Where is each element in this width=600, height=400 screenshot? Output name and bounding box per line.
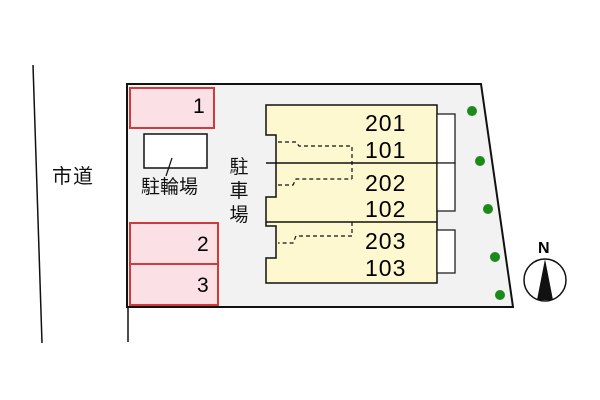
internal-dashed-lines — [278, 141, 353, 244]
bicycle-parking-label: 駐輪場 — [141, 176, 199, 198]
tree-markers — [467, 106, 505, 300]
balcony — [436, 162, 456, 212]
unit-number: 103 — [365, 255, 407, 281]
parking-space-1 — [129, 87, 215, 129]
unit-number: 203 — [365, 228, 407, 254]
balcony — [436, 113, 456, 164]
parking-label: 駐車場 — [229, 156, 249, 226]
parking-space-3 — [129, 263, 219, 306]
road-label: 市道 — [52, 164, 94, 188]
unit-number: 202 — [365, 170, 407, 196]
parking-space-number: 1 — [193, 95, 205, 118]
bicycle-parking-leader-line — [165, 157, 173, 177]
unit-number: 101 — [365, 137, 407, 163]
north-label: N — [538, 240, 550, 257]
balcony — [436, 229, 456, 274]
bicycle-parking-box — [143, 133, 208, 169]
parking-space-2 — [129, 222, 219, 265]
unit-number: 102 — [365, 196, 407, 222]
parking-space-number: 2 — [197, 233, 209, 256]
parking-space-number: 3 — [197, 274, 209, 297]
apartment-building — [265, 104, 438, 284]
north-arrow-icon — [523, 258, 567, 302]
unit-number: 201 — [365, 110, 407, 136]
road-edge-line — [32, 64, 43, 344]
